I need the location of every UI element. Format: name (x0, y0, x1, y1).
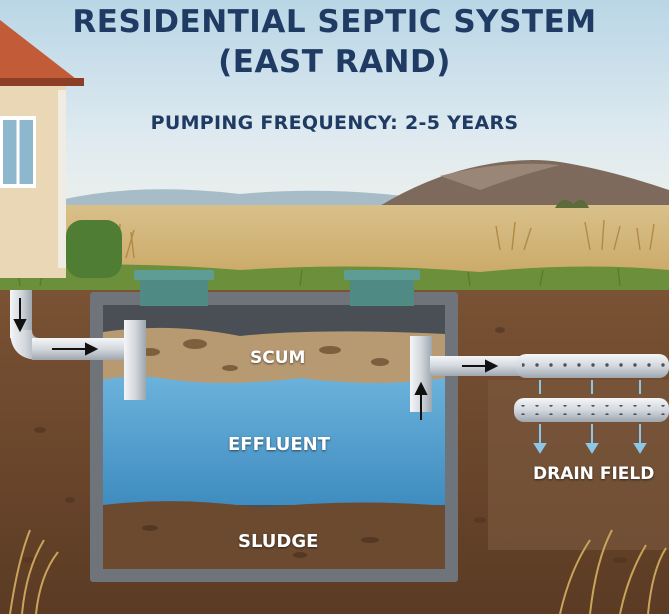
flow-arrows (13, 298, 499, 420)
sludge-layer (103, 501, 445, 569)
effluent-layer (103, 365, 445, 505)
access-lid-left (140, 276, 208, 306)
label-effluent: EFFLUENT (228, 434, 330, 455)
subtitle: PUMPING FREQUENCY: 2-5 YEARS (150, 112, 519, 134)
house (0, 20, 122, 278)
label-drain-field: DRAIN FIELD (533, 464, 655, 484)
foreground-grass (9, 529, 667, 614)
title-line-2: (EAST RAND) (218, 44, 451, 80)
perforated-drain-pipe-upper (516, 354, 669, 378)
label-scum: SCUM (250, 348, 306, 368)
access-lid-right (350, 276, 414, 306)
trees (555, 199, 589, 208)
label-sludge: SLUDGE (238, 531, 319, 552)
perforated-drain-pipe-lower (514, 398, 669, 422)
seepage-arrows (533, 380, 647, 454)
mountain (370, 160, 669, 215)
title-line-1: RESIDENTIAL SEPTIC SYSTEM (72, 4, 597, 40)
